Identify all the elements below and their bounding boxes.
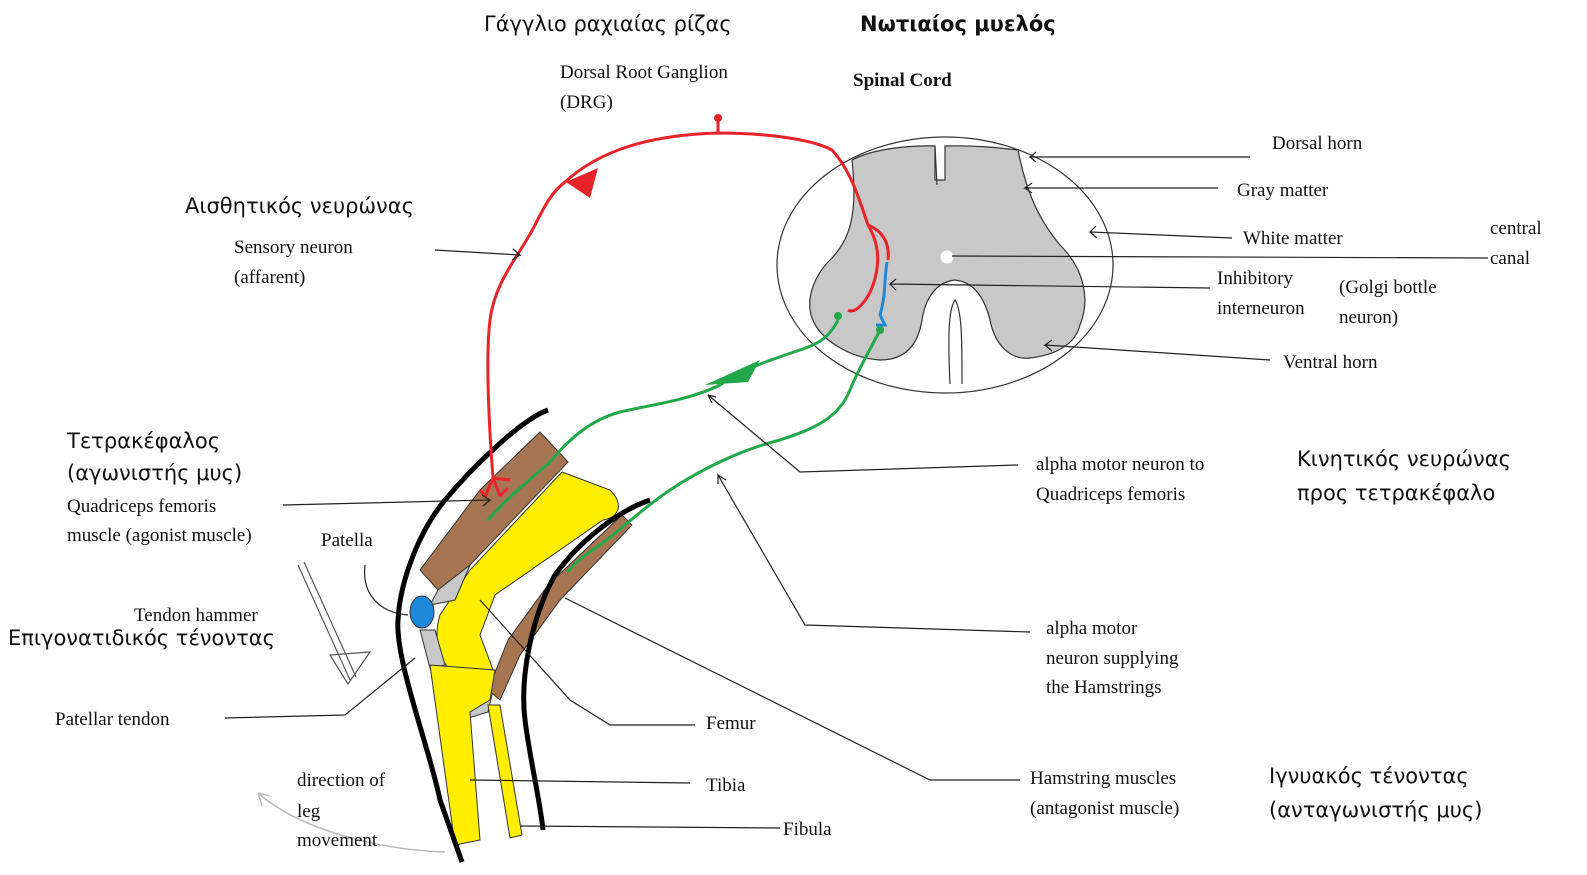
direction-label-line1: direction of <box>297 766 385 796</box>
quadriceps-label-line2: muscle (agonist muscle) <box>67 521 252 551</box>
femur-label: Femur <box>706 709 756 739</box>
drg-greek-label: Γάγγλιο ραχιαίας ρίζας <box>484 8 732 40</box>
alpha-quad-label-line2: Quadriceps femoris <box>1036 480 1185 510</box>
spinal-cord-label: Spinal Cord <box>853 66 952 96</box>
direction-label-line3: movement <box>297 826 377 856</box>
white-matter-label: White matter <box>1243 224 1343 254</box>
hamstring-greek-line1: Ιγνυακός τένοντας <box>1269 760 1469 792</box>
dorsal-horn-label: Dorsal horn <box>1272 129 1362 159</box>
quadriceps-label-line1: Quadriceps femoris <box>67 492 216 522</box>
motor-quad-cell-body <box>834 312 842 320</box>
patellar-tendon-label: Patellar tendon <box>55 705 170 735</box>
motor-ham-cell-body <box>876 326 884 334</box>
tibia-label: Tibia <box>706 771 745 801</box>
tendon-hammer-icon <box>298 562 370 684</box>
sensory-greek-label: Αισθητικός νευρώνας <box>185 190 414 222</box>
motor-greek-line1: Κινητικός νευρώνας <box>1297 443 1511 475</box>
quadriceps-greek-line2: (αγωνιστής μυς) <box>67 457 242 489</box>
alpha-quad-label-line1: alpha motor neuron to <box>1036 450 1204 480</box>
sensory-arrow <box>566 168 598 198</box>
quadriceps-greek-line1: Τετρακέφαλος <box>67 425 220 457</box>
tendon-hammer-label: Tendon hammer <box>134 601 258 631</box>
drg-label-line2: (DRG) <box>560 88 613 118</box>
alpha-ham-label-line2: neuron supplying <box>1046 644 1178 674</box>
ventral-horn-label: Ventral horn <box>1283 348 1377 378</box>
sensory-label-line2: (affarent) <box>234 263 305 293</box>
tibia <box>430 665 495 845</box>
central-canal-line1: central <box>1490 214 1542 244</box>
hamstring-label-line2: (antagonist muscle) <box>1030 794 1179 824</box>
inhibitory-label-line1: Inhibitory <box>1217 264 1293 294</box>
motor-arrow <box>705 360 760 385</box>
central-canal-line2: canal <box>1490 244 1530 274</box>
fibula <box>488 705 522 838</box>
drg-label-line1: Dorsal Root Ganglion <box>560 58 728 88</box>
hamstring-label-line1: Hamstring muscles <box>1030 764 1176 794</box>
central-canal <box>941 251 953 263</box>
inhibitory-label-line2: interneuron <box>1217 294 1305 324</box>
drg-cell-body <box>714 114 722 122</box>
golgi-label-line2: neuron) <box>1339 303 1398 333</box>
alpha-ham-label-line3: the Hamstrings <box>1046 673 1162 703</box>
patella <box>410 596 434 628</box>
fibula-label: Fibula <box>783 815 832 845</box>
alpha-ham-label-line1: alpha motor <box>1046 614 1137 644</box>
gray-matter-label: Gray matter <box>1237 176 1328 206</box>
direction-label-line2: leg <box>297 797 320 827</box>
patella-label: Patella <box>321 526 373 556</box>
spinal-cord-greek-label: Νωτιαίος μυελός <box>860 8 1056 40</box>
motor-greek-line2: προς τετρακέφαλο <box>1297 477 1495 509</box>
sensory-label-line1: Sensory neuron <box>234 233 353 263</box>
golgi-label-line1: (Golgi bottle <box>1339 273 1437 303</box>
hamstring-greek-line2: (ανταγωνιστής μυς) <box>1269 794 1482 826</box>
